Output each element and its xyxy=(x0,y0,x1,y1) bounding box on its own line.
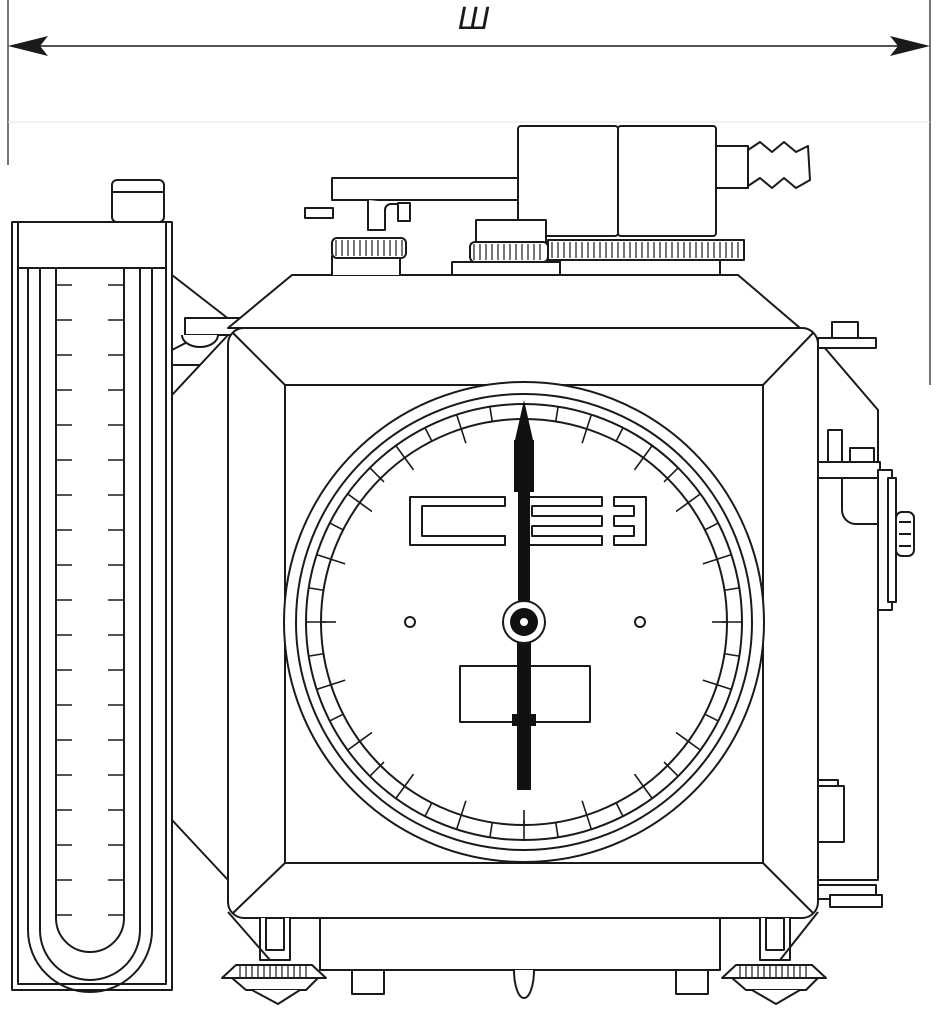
dial-tick xyxy=(642,785,653,799)
dial-tick xyxy=(585,414,593,430)
dial-tick xyxy=(329,713,344,722)
dial-tick xyxy=(554,406,559,422)
dial-tick-major xyxy=(702,558,718,565)
dial-tick xyxy=(724,652,740,657)
dial-tick-major xyxy=(404,773,415,787)
dial-tick xyxy=(663,761,679,777)
dial-tick-major xyxy=(330,679,346,686)
dial-tick-major xyxy=(460,800,467,816)
dial-tick-major xyxy=(330,558,346,565)
dial-tick xyxy=(615,802,624,817)
dial-tick xyxy=(424,802,433,817)
dial-tick-major xyxy=(675,731,689,742)
dial-tick-major xyxy=(359,731,373,742)
dial-tick xyxy=(585,814,593,830)
dial-tick xyxy=(369,761,385,777)
dial-tick xyxy=(347,493,361,504)
dial-tick xyxy=(308,652,324,657)
dial-tick xyxy=(704,713,719,722)
dial-tick xyxy=(395,785,406,799)
dial-tick xyxy=(347,740,361,751)
dial-tick xyxy=(704,522,719,531)
dial-tick-major xyxy=(581,428,588,444)
dial-tick xyxy=(489,822,494,838)
dial-tick xyxy=(369,467,385,483)
dial-tick xyxy=(455,814,463,830)
dial-tick xyxy=(489,406,494,422)
right-fittings xyxy=(817,321,915,908)
dial-tick-major xyxy=(359,502,373,513)
dial-tick xyxy=(615,427,624,442)
base-and-feet xyxy=(221,911,827,1005)
dial-tick-major xyxy=(633,457,644,471)
dial-tick xyxy=(395,445,406,459)
dial-tick xyxy=(554,822,559,838)
dial-tick xyxy=(316,553,332,561)
dial-tick-major xyxy=(675,502,689,513)
dial-tick xyxy=(716,553,732,561)
dial-tick xyxy=(663,467,679,483)
dial-tick xyxy=(329,522,344,531)
dial-tick xyxy=(424,427,433,442)
dial-tick-major xyxy=(633,773,644,787)
dial-tick-major xyxy=(581,800,588,816)
dial-tick-major xyxy=(460,428,467,444)
dial-tick xyxy=(724,587,740,592)
dial-tick xyxy=(455,414,463,430)
arrow-left xyxy=(8,36,48,56)
dial-tick xyxy=(716,683,732,691)
width-dimension xyxy=(7,0,931,385)
dial-tick-major xyxy=(404,457,415,471)
counter-window xyxy=(409,496,647,546)
dial-tick xyxy=(308,587,324,592)
dial-tick xyxy=(687,493,701,504)
dial-tick-major xyxy=(702,679,718,686)
width-dimension-label: Ш xyxy=(457,2,491,37)
dial-tick xyxy=(642,445,653,459)
u-tube-manometer xyxy=(11,179,173,993)
dial-tick xyxy=(316,683,332,691)
dial-tick xyxy=(687,740,701,751)
arrow-right xyxy=(890,36,930,56)
pointer-needle xyxy=(502,400,546,790)
top-valve-assembly xyxy=(304,125,811,276)
